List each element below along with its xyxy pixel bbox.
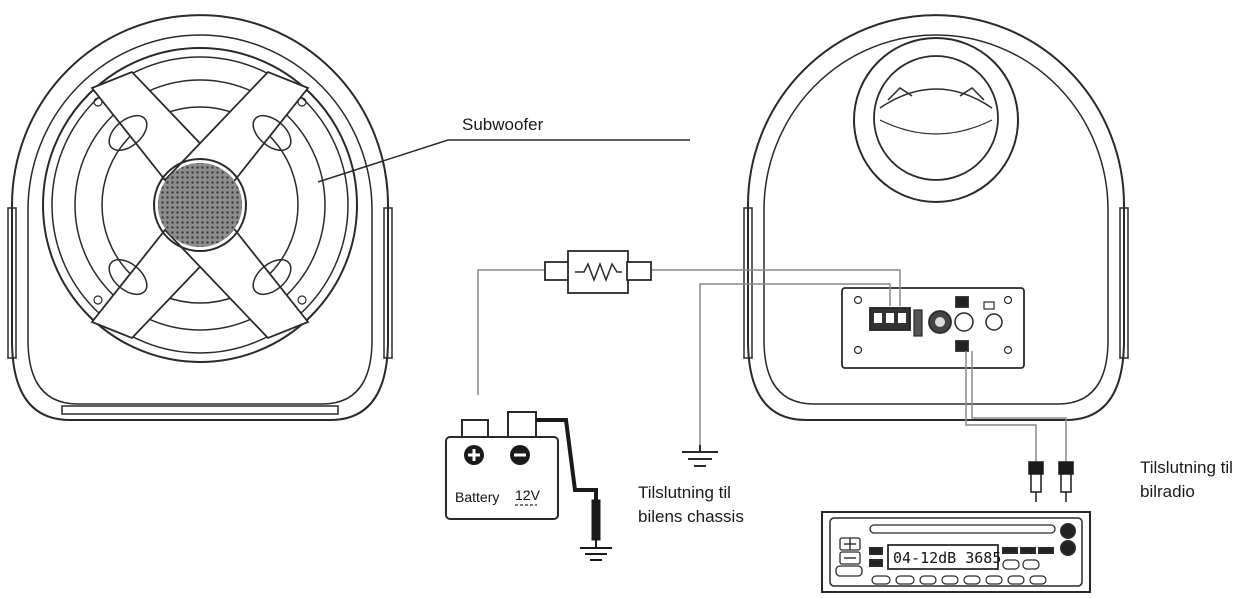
subwoofer-rear-view — [743, 14, 1129, 421]
rca-plug-right — [1058, 461, 1074, 502]
radio-display-text: 04-12dB 3685 — [893, 549, 1001, 567]
battery — [445, 411, 559, 520]
rca-plug-left — [1028, 461, 1044, 502]
subwoofer-label: Subwoofer — [462, 115, 544, 134]
subwoofer-leader — [317, 139, 690, 183]
wires — [477, 269, 1067, 462]
subwoofer-front-view — [7, 14, 393, 421]
battery-label: Battery — [455, 489, 499, 505]
amplifier-panel — [841, 287, 1025, 369]
battery-minus-icon — [510, 445, 530, 465]
battery-plus-icon — [464, 445, 484, 465]
chassis-label-line2: bilens chassis — [638, 507, 744, 526]
battery-ground-cable — [536, 418, 601, 541]
radio-label-line1: Tilslutning til — [1140, 458, 1233, 477]
speaker-mesh — [158, 163, 242, 247]
radio-label-line2: bilradio — [1140, 482, 1195, 501]
ground-symbol-chassis — [682, 445, 718, 467]
ground-symbol-battery — [580, 540, 612, 561]
battery-voltage: 12V — [515, 487, 541, 503]
car-radio — [821, 511, 1091, 593]
chassis-label-line1: Tilslutning til — [638, 483, 731, 502]
inline-fuse — [544, 250, 652, 294]
